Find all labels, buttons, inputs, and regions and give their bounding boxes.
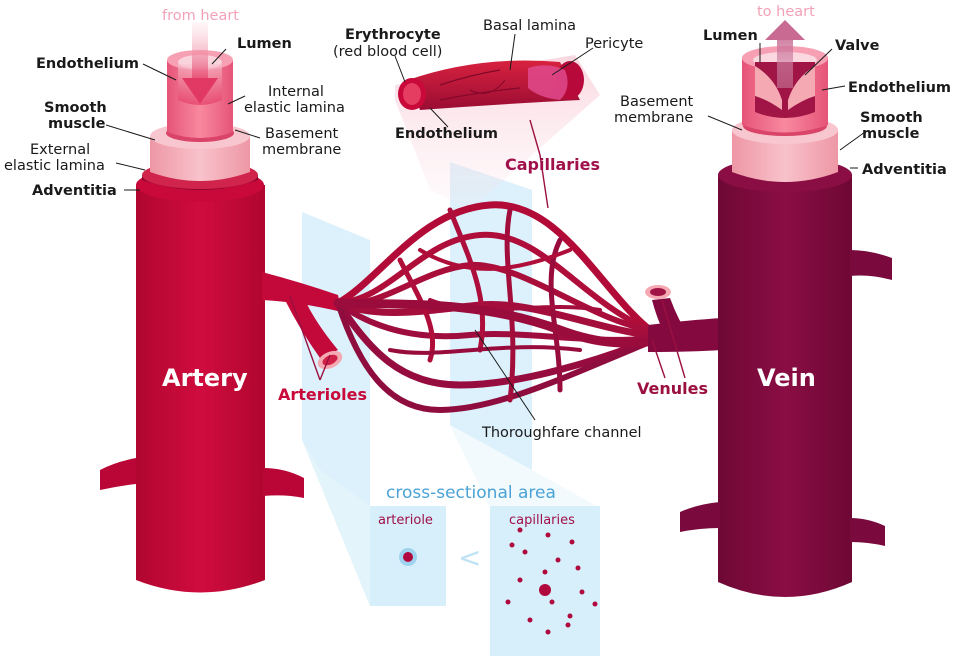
thoroughfare-label: Thoroughfare channel: [481, 425, 642, 441]
vein-endothelium-label: Endothelium: [848, 80, 951, 96]
capillary-bed: [333, 201, 665, 414]
vein-adventitia-label: Adventitia: [862, 162, 947, 178]
artery-endothelium-label: Endothelium: [36, 56, 139, 72]
less-than-sign: <: [458, 541, 481, 574]
external-elastic-label-1: External: [30, 142, 90, 158]
artery-smooth-label-2: muscle: [48, 116, 106, 132]
cross-section-panels: [370, 506, 600, 656]
vein-lumen-label: Lumen: [703, 28, 758, 44]
artery: [100, 22, 342, 593]
capillary-dots: [505, 527, 598, 635]
internal-elastic-label-2: elastic lamina: [244, 100, 345, 116]
artery-lumen-label: Lumen: [237, 36, 292, 52]
erythrocyte-label-2: (red blood cell): [333, 44, 442, 60]
arterioles-label: Arterioles: [278, 385, 367, 404]
erythrocyte-label-1: Erythrocyte: [345, 27, 441, 43]
venule-end: [645, 285, 671, 299]
from-heart-label: from heart: [162, 8, 239, 24]
artery-basement-label-1: Basement: [265, 126, 339, 142]
vein-title: Vein: [757, 364, 816, 392]
external-elastic-label-2: elastic lamina: [4, 158, 105, 174]
vein-basement-label-1: Basement: [620, 94, 694, 110]
pericyte-label: Pericyte: [585, 36, 643, 52]
capillaries-panel-label: capillaries: [509, 513, 575, 528]
internal-elastic-label-1: Internal: [268, 84, 324, 100]
capillary-endothelium-label: Endothelium: [395, 126, 498, 142]
vein-smooth-label-2: muscle: [862, 126, 920, 142]
vein-valve-label: Valve: [835, 38, 880, 54]
artery-basement-label-2: membrane: [262, 142, 341, 158]
labels: from heart to heart Endothelium Lumen In…: [4, 4, 951, 574]
capillaries-label: Capillaries: [505, 155, 600, 174]
to-heart-label: to heart: [757, 4, 815, 20]
artery-smooth-label-1: Smooth: [44, 100, 107, 116]
arteriole-panel-label: arteriole: [378, 513, 433, 528]
artery-adventitia-label: Adventitia: [32, 183, 117, 199]
vein-basement-label-2: membrane: [614, 110, 693, 126]
cross-section-title: cross-sectional area: [386, 483, 556, 503]
artery-title: Artery: [162, 364, 248, 392]
vein-smooth-label-1: Smooth: [860, 110, 923, 126]
leader-lines: [105, 33, 866, 421]
capillaries-panel: [490, 506, 600, 656]
venules-label: Venules: [637, 379, 708, 398]
vein: [648, 20, 892, 597]
capillary-detail: [398, 60, 584, 110]
basal-lamina-label: Basal lamina: [483, 18, 576, 34]
